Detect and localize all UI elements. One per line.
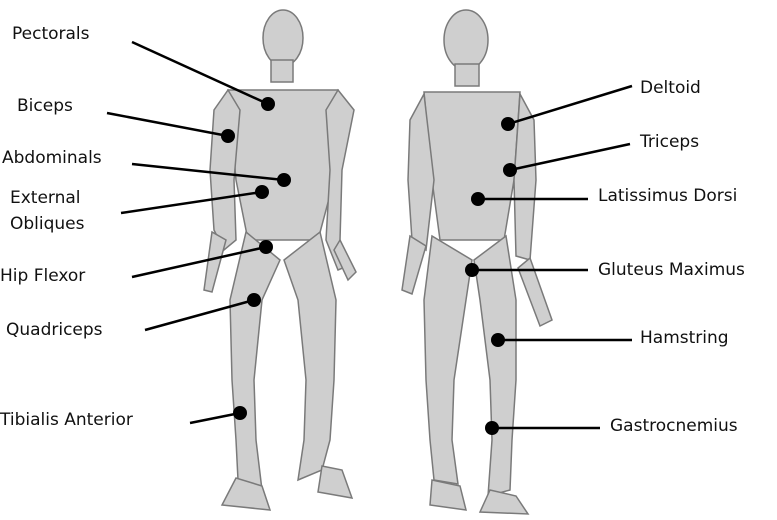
quadriceps-dot	[247, 293, 261, 307]
gastrocnemius-dot	[485, 421, 499, 435]
pectorals-leader-line	[132, 42, 268, 104]
quadriceps-label: Quadriceps	[6, 320, 103, 340]
gastrocnemius-label: Gastrocnemius	[610, 416, 738, 436]
biceps-dot	[221, 129, 235, 143]
pectorals-dot	[261, 97, 275, 111]
abdominals-dot	[277, 173, 291, 187]
hamstring-label: Hamstring	[640, 328, 729, 348]
hamstring-dot	[491, 333, 505, 347]
latissimus-dorsi-label: Latissimus Dorsi	[598, 186, 737, 206]
external-obliques-dot	[255, 185, 269, 199]
deltoid-dot	[501, 117, 515, 131]
biceps-label: Biceps	[17, 96, 73, 116]
external-label: External	[10, 188, 81, 208]
hip-flexor-label: Hip Flexor	[0, 266, 85, 286]
back-body-figure	[402, 10, 552, 514]
tibialis-anterior-dot	[233, 406, 247, 420]
pectorals-label: Pectorals	[12, 24, 90, 44]
triceps-label: Triceps	[640, 132, 699, 152]
biceps-leader-line	[107, 113, 228, 136]
deltoid-label: Deltoid	[640, 78, 701, 98]
gluteus-maximus-dot	[465, 263, 479, 277]
hip-flexor-dot	[259, 240, 273, 254]
latissimus-dorsi-dot	[471, 192, 485, 206]
triceps-dot	[503, 163, 517, 177]
obliques-label: Obliques	[10, 214, 85, 234]
tibialis-anterior-leader-line	[190, 413, 240, 423]
gluteus-maximus-label: Gluteus Maximus	[598, 260, 745, 280]
tibialis-anterior-label: Tibialis Anterior	[0, 410, 133, 430]
abdominals-label: Abdominals	[2, 148, 102, 168]
